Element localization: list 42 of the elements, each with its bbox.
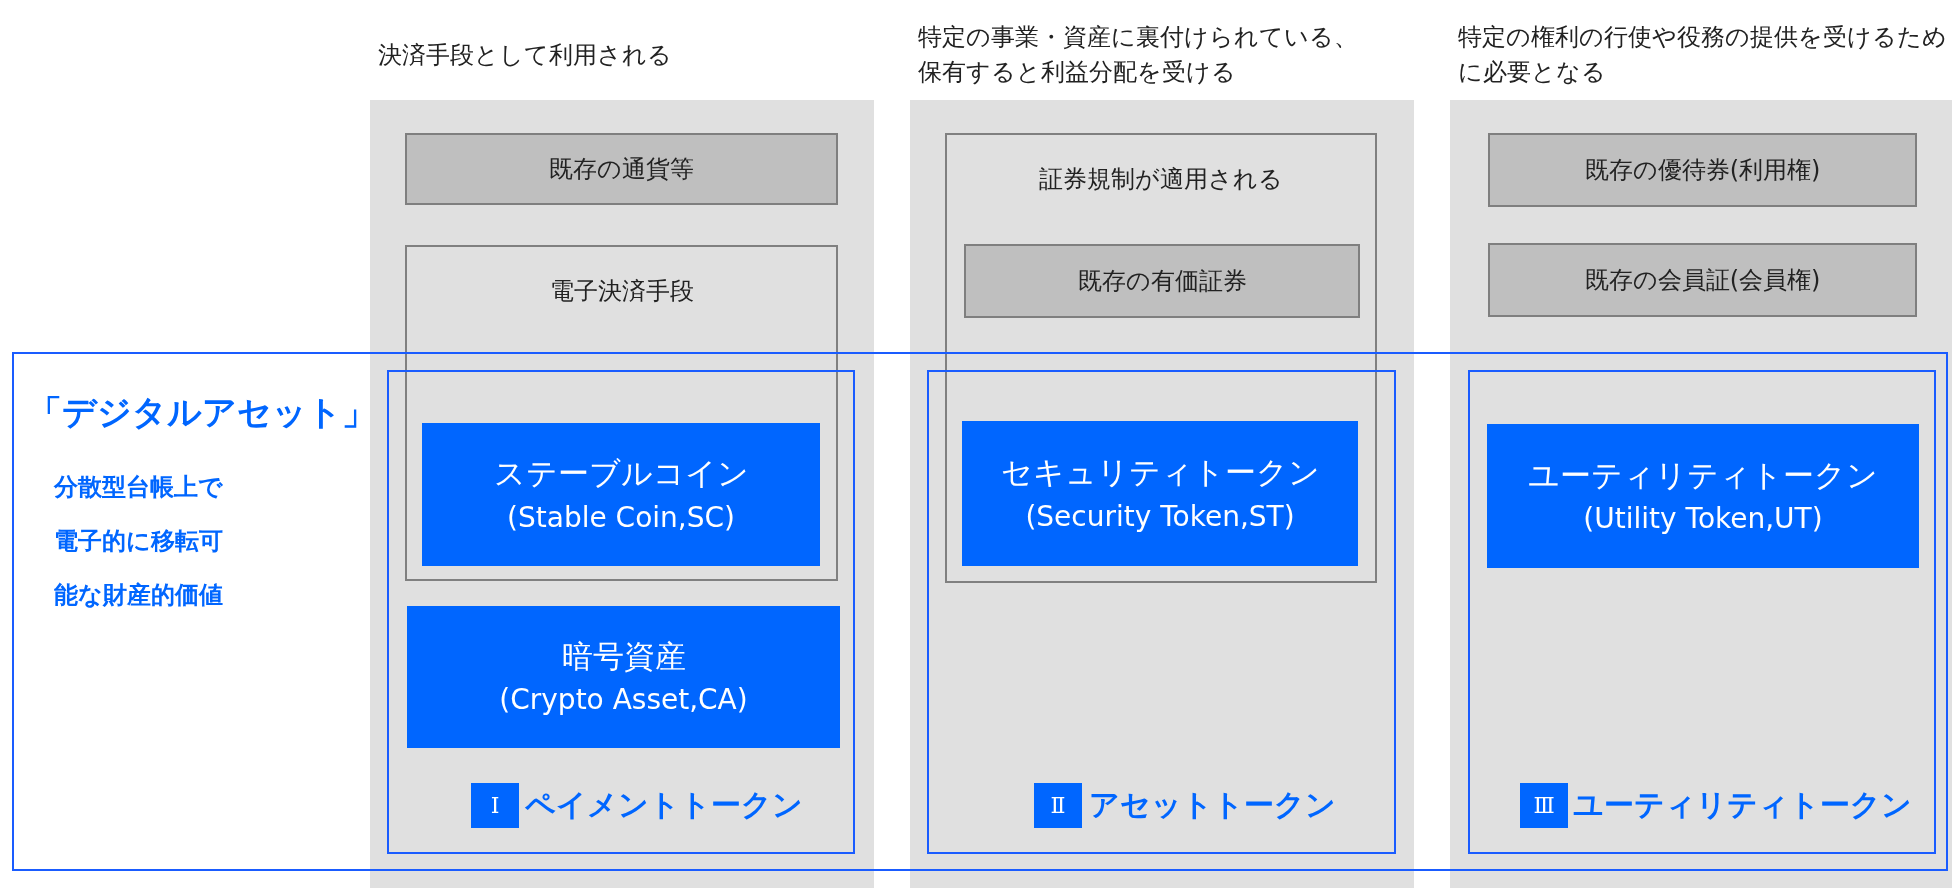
box-label: 既存の会員証(会員権) bbox=[1584, 265, 1821, 296]
column-heading: 特定の事業・資産に裏付けられている、保有すると利益分配を受ける bbox=[918, 22, 1359, 88]
box-label: 既存の優待券(利用権) bbox=[1584, 155, 1821, 186]
token-english-name: (Crypto Asset,CA) bbox=[499, 682, 748, 719]
box-label: 証券規制が適用される bbox=[1039, 164, 1283, 195]
category-frame bbox=[1468, 370, 1936, 854]
category-box bbox=[1488, 133, 1917, 207]
box-label: 電子決済手段 bbox=[549, 276, 694, 307]
token-name: セキュリティトークン bbox=[1000, 453, 1320, 493]
number-badge bbox=[1034, 783, 1082, 828]
group-outline bbox=[405, 245, 838, 581]
roman-numeral: Ⅲ bbox=[1533, 793, 1555, 818]
category-label: ユーティリティトークン bbox=[1573, 786, 1912, 824]
token-name: 暗号資産 bbox=[561, 636, 686, 676]
section-title: 「デジタルアセット」 bbox=[28, 391, 376, 434]
token-english-name: (Stable Coin,SC) bbox=[507, 499, 735, 536]
box-label: 既存の通貨等 bbox=[549, 154, 694, 185]
category-label: ペイメントトークン bbox=[525, 786, 803, 824]
category-box bbox=[405, 133, 838, 205]
box-label: 既存の有価証券 bbox=[1077, 266, 1247, 297]
token-name: ステーブルコイン bbox=[493, 454, 749, 494]
roman-numeral: Ⅱ bbox=[1050, 793, 1066, 818]
roman-numeral: Ⅰ bbox=[490, 793, 500, 818]
section-outline bbox=[12, 352, 1948, 871]
token-english-name: (Security Token,ST) bbox=[1025, 498, 1295, 535]
token-box bbox=[422, 423, 820, 566]
category-label: アセットトークン bbox=[1089, 786, 1336, 824]
token-box bbox=[407, 606, 840, 748]
number-badge bbox=[471, 783, 519, 828]
category-box bbox=[1488, 243, 1917, 317]
category-frame bbox=[927, 370, 1396, 854]
category-frame bbox=[387, 370, 855, 854]
category-box bbox=[964, 244, 1360, 318]
number-badge bbox=[1520, 783, 1568, 828]
column-heading: 特定の権利の行使や役務の提供を受けるために必要となる bbox=[1458, 22, 1948, 88]
token-english-name: (Utility Token,UT) bbox=[1583, 501, 1823, 538]
column-heading: 決済手段として利用される bbox=[378, 39, 672, 71]
group-outline bbox=[945, 133, 1377, 583]
token-name: ユーティリティトークン bbox=[1528, 455, 1878, 495]
section-description: 分散型台帳上で電子的に移転可能な財産的価値 bbox=[54, 472, 224, 611]
token-box bbox=[962, 421, 1358, 566]
token-box bbox=[1487, 424, 1919, 568]
